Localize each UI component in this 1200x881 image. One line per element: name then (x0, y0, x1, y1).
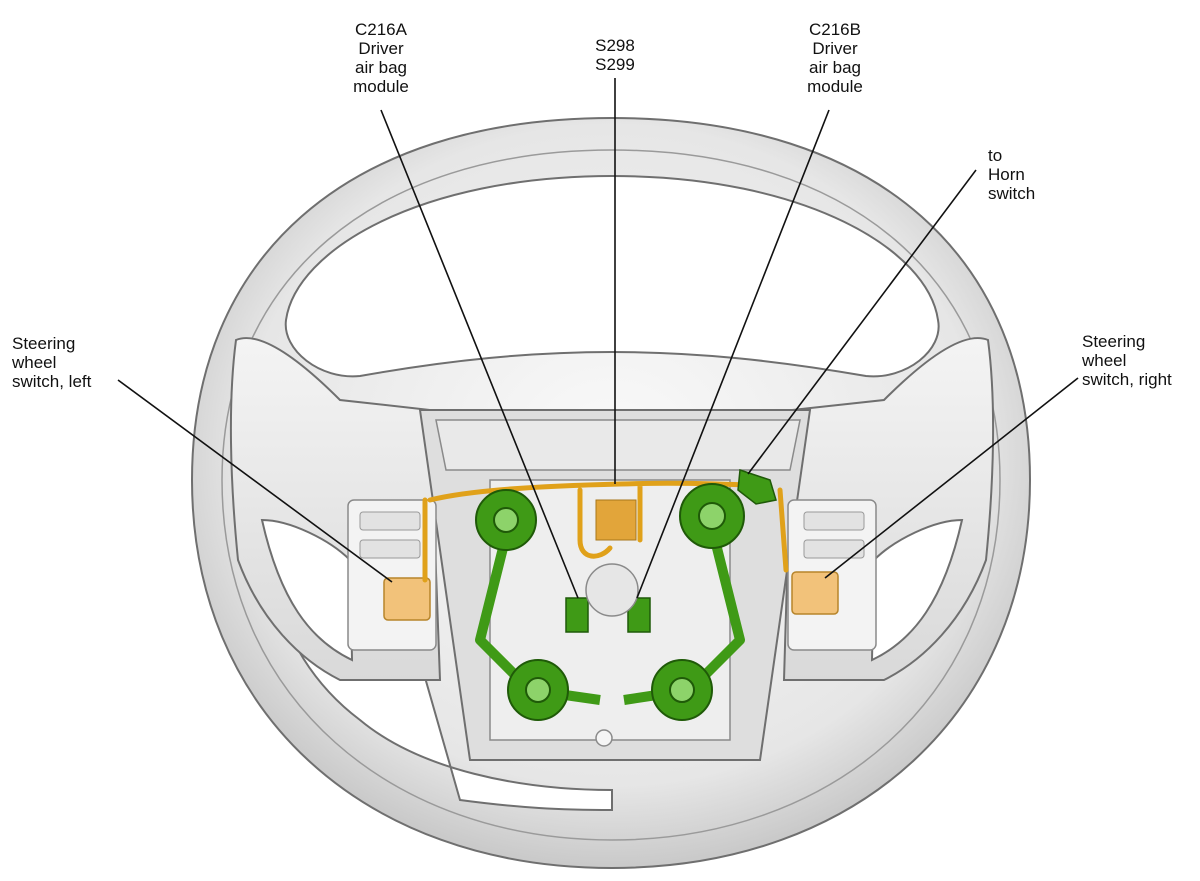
leader-horn (747, 169, 977, 475)
callout-left-switch-line-2: wheel (12, 353, 57, 372)
clockspring-mount-bottom-left (507, 659, 569, 721)
callout-left-switch: Steering wheel switch, left (12, 334, 91, 391)
harness-junction (595, 499, 637, 541)
callout-c216a-line-2: Driver (358, 39, 404, 58)
left-spoke-opening (260, 518, 354, 662)
callout-s298-s299: S298 S299 (584, 36, 646, 74)
callout-s298-line-2: S299 (595, 55, 635, 74)
hub-bolt-hole (595, 729, 613, 747)
leader-left-switch (117, 379, 393, 583)
callout-c216b-line-2: Driver (812, 39, 858, 58)
callout-right-switch-line-1: Steering (1082, 332, 1146, 351)
leader-lines (117, 78, 1079, 599)
callout-c216a-line-4: module (353, 77, 409, 96)
horn-switch-connector (737, 468, 777, 505)
callout-right-switch-line-3: switch, right (1082, 370, 1172, 389)
leader-c216a (380, 109, 579, 599)
callout-horn-switch: to Horn switch (988, 146, 1035, 203)
callout-horn-line-1: to (988, 146, 1003, 165)
connector-c216a (565, 597, 589, 633)
callout-c216a: C216A Driver air bag module (338, 20, 424, 96)
callout-left-switch-line-1: Steering (12, 334, 76, 353)
left-switch-connector (383, 577, 431, 621)
leader-c216b (636, 109, 830, 599)
clockspring-mount-top-right (679, 483, 745, 549)
callout-horn-line-2: Horn (988, 165, 1025, 184)
connector-c216b (627, 597, 651, 633)
right-switch-connector (791, 571, 839, 615)
callout-right-switch-line-2: wheel (1082, 351, 1127, 370)
leader-right-switch (824, 377, 1079, 579)
callout-horn-line-3: switch (988, 184, 1036, 203)
hub-center-boss (585, 563, 639, 617)
callout-c216b: C216B Driver air bag module (792, 20, 878, 96)
callout-c216b-line-3: air bag (809, 58, 861, 77)
callout-s298-line-1: S298 (595, 36, 635, 55)
wiring-harness (422, 480, 789, 583)
callout-left-switch-line-3: switch, left (12, 372, 92, 391)
callout-c216a-line-3: air bag (355, 58, 407, 77)
callout-right-switch: Steering wheel switch, right (1082, 332, 1172, 389)
clockspring-mount-bottom-right (651, 659, 713, 721)
callout-c216b-line-1: C216B (809, 20, 861, 39)
right-spoke-opening (870, 518, 964, 662)
rim-inner-edge (221, 149, 1001, 841)
callout-c216a-line-1: C216A (355, 20, 407, 39)
callout-c216b-line-4: module (807, 77, 863, 96)
hub-top-band (435, 419, 801, 471)
clockspring-mount-top-left (475, 489, 537, 551)
